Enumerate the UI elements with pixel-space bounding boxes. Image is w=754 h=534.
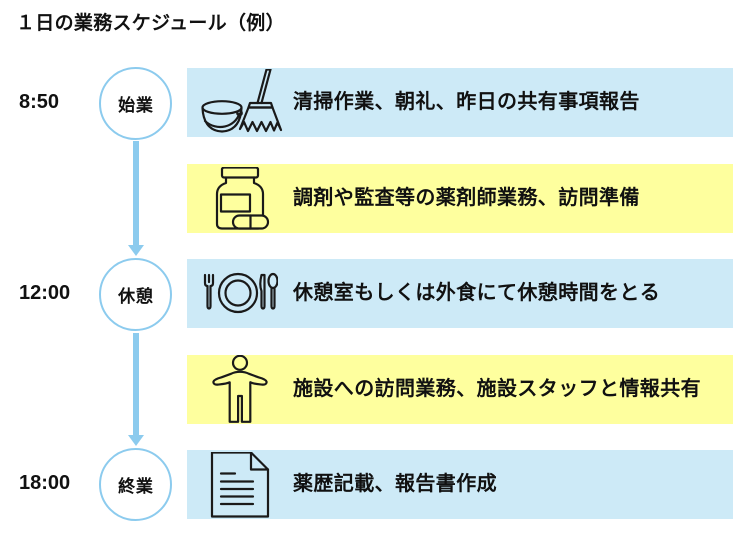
person-icon [187,354,293,425]
schedule-row-text: 休憩室もしくは外食にて休憩時間をとる [293,282,661,304]
schedule-row-text: 施設への訪問業務、施設スタッフと情報共有 [293,378,701,400]
schedule-row-text: 薬歴記載、報告書作成 [293,473,497,495]
cleaning-icon [187,68,293,137]
schedule-row: 休憩室もしくは外食にて休憩時間をとる [187,259,733,328]
schedule-row-text: 清掃作業、朝礼、昨日の共有事項報告 [293,91,640,113]
schedule-row: 調剤や監査等の薬剤師業務、訪問準備 [187,164,733,233]
schedule-row: 清掃作業、朝礼、昨日の共有事項報告 [187,68,733,137]
schedule-row: 薬歴記載、報告書作成 [187,450,733,519]
milestone-break-label: 休憩 [118,287,154,306]
schedule-row-text: 調剤や監査等の薬剤師業務、訪問準備 [293,187,640,209]
page-title: １日の業務スケジュール（例） [16,13,285,34]
arrow-down-icon [128,435,144,446]
milestone-start: 始業 [99,67,172,140]
timeline-connector-2 [133,333,139,435]
schedule-row: 施設への訪問業務、施設スタッフと情報共有 [187,354,733,425]
milestone-end: 終業 [99,448,172,521]
arrow-down-icon [128,245,144,256]
time-label-1: 8:50 [19,91,60,113]
medicine-icon [187,166,293,231]
time-label-2: 12:00 [19,282,71,304]
milestone-end-label: 終業 [118,477,154,496]
document-icon [187,451,293,518]
milestone-start-label: 始業 [118,96,154,115]
milestone-break: 休憩 [99,258,172,331]
timeline-connector-1 [133,141,139,245]
time-label-3: 18:00 [19,472,71,494]
meal-icon [187,269,293,319]
